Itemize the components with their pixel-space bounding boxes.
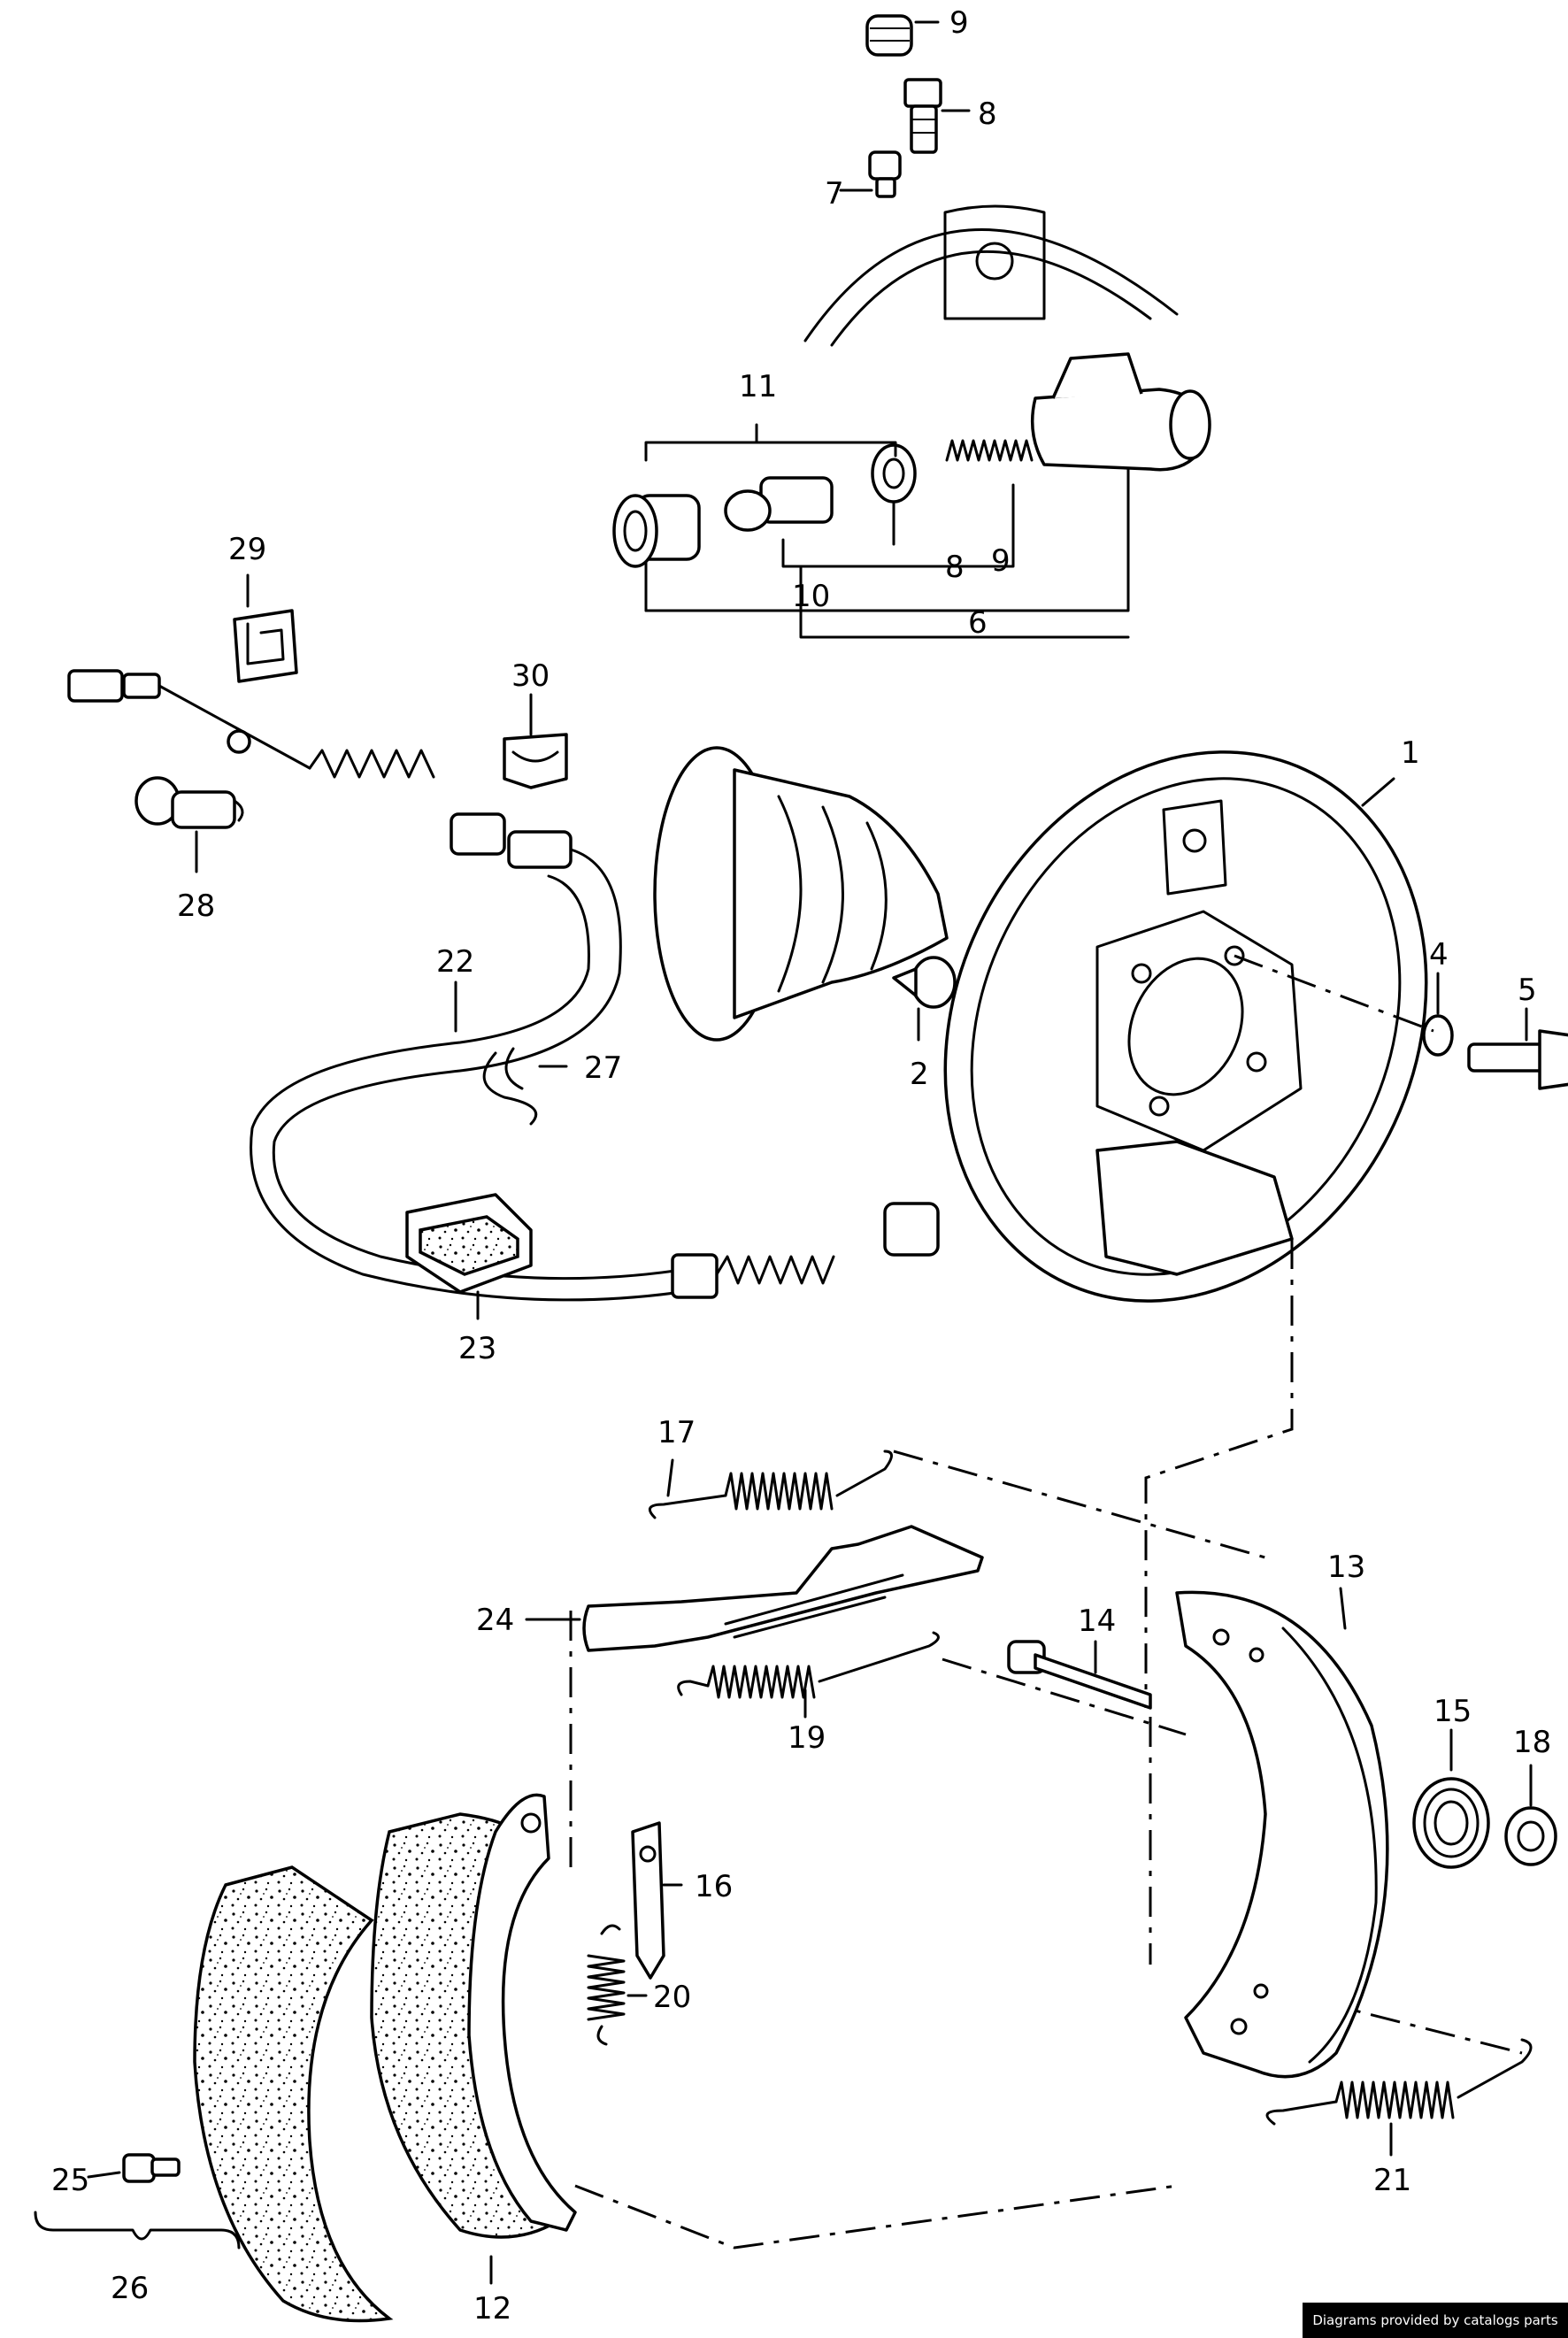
brake-lining-26: [193, 1865, 394, 2323]
label-27: 27: [584, 1050, 622, 1086]
label-14: 14: [1078, 1604, 1116, 1639]
label-21: 21: [1373, 2163, 1411, 2198]
brake-shoe-leading-12: [370, 1793, 577, 2239]
adjuster-strut-24: [582, 1525, 984, 1652]
cylinder-mount-plate: [943, 204, 1046, 320]
label-19: 19: [788, 1720, 826, 1756]
label-12: 12: [473, 2291, 511, 2326]
label-23: 23: [458, 1331, 496, 1366]
lower-adjuster-spring-19: [677, 1631, 940, 1699]
label-9: 9: [949, 5, 969, 41]
hold-down-spring-15: [1412, 1777, 1490, 1869]
label-20: 20: [653, 1980, 691, 2015]
cable-grommet-28: [135, 776, 244, 829]
label-28: 28: [177, 888, 215, 924]
label-24: 24: [476, 1603, 514, 1638]
cable-clip-30: [503, 733, 568, 789]
cable-clip-29: [233, 609, 298, 683]
cylinder-bolt: [868, 150, 902, 198]
dust-boot: [612, 494, 701, 568]
hex-bolt-5: [1467, 1029, 1568, 1090]
wheel-hub: [653, 746, 949, 1042]
brake-shoe-trailing-13: [1175, 1590, 1389, 2079]
cable-damper-23: [405, 1193, 533, 1294]
label-1: 1: [1401, 735, 1420, 771]
bracket-26: [34, 2211, 241, 2250]
label-2: 2: [910, 1057, 929, 1092]
label-22: 22: [436, 944, 474, 980]
lower-return-spring-21: [1265, 2038, 1533, 2126]
label-7: 7: [825, 176, 844, 211]
hold-down-pin-14: [1007, 1640, 1152, 1710]
piston: [724, 476, 834, 532]
label-15: 15: [1433, 1694, 1472, 1729]
bleeder-cap: [865, 14, 913, 57]
label-8: 8: [978, 96, 997, 132]
leader-lines: [87, 20, 1533, 2285]
part-number-labels: 9 8 7 11 8 9 10 6 29 30 28 1 22 4 5 27 2…: [51, 5, 1551, 2326]
rivet-25: [122, 2153, 181, 2183]
piston-spring: [945, 439, 1034, 462]
label-13: 13: [1327, 1550, 1365, 1585]
grommet-2: [892, 956, 957, 1009]
label-6: 6: [968, 605, 988, 641]
label-5: 5: [1518, 973, 1537, 1008]
wheel-cylinder-housing: [1030, 352, 1211, 472]
label-26: 26: [111, 2271, 149, 2306]
cable-spring-clip-27: [482, 1047, 538, 1126]
spring-cup-18: [1504, 1806, 1557, 1866]
label-18: 18: [1513, 1725, 1551, 1760]
assembly-guide-right: [1144, 1239, 1294, 1708]
label-8-sub: 8: [945, 550, 965, 585]
bracket-11: [644, 423, 897, 462]
label-9-sub: 9: [991, 543, 1011, 579]
lock-washer-4: [1422, 1014, 1454, 1057]
parking-lever-16: [631, 1821, 665, 1980]
label-11: 11: [739, 369, 777, 404]
label-29: 29: [228, 532, 266, 567]
parking-brake-cable: [67, 669, 940, 1302]
diagram-credit: Diagrams provided by catalogs parts: [1303, 2303, 1568, 2338]
label-17: 17: [657, 1415, 696, 1450]
label-4: 4: [1429, 937, 1449, 973]
retaining-spring-20: [587, 1924, 626, 2046]
label-10: 10: [792, 579, 830, 614]
label-16: 16: [695, 1869, 733, 1904]
bleeder-valve: [903, 78, 942, 154]
bracket-6: [644, 467, 1130, 612]
label-25: 25: [51, 2163, 89, 2198]
bracket-10: [781, 483, 1015, 568]
backing-plate-top-arc: [803, 228, 1179, 342]
upper-return-spring-17: [648, 1450, 893, 1519]
piston-cup: [871, 443, 917, 504]
label-30: 30: [511, 658, 550, 694]
brake-backing-plate: [943, 750, 1428, 1303]
